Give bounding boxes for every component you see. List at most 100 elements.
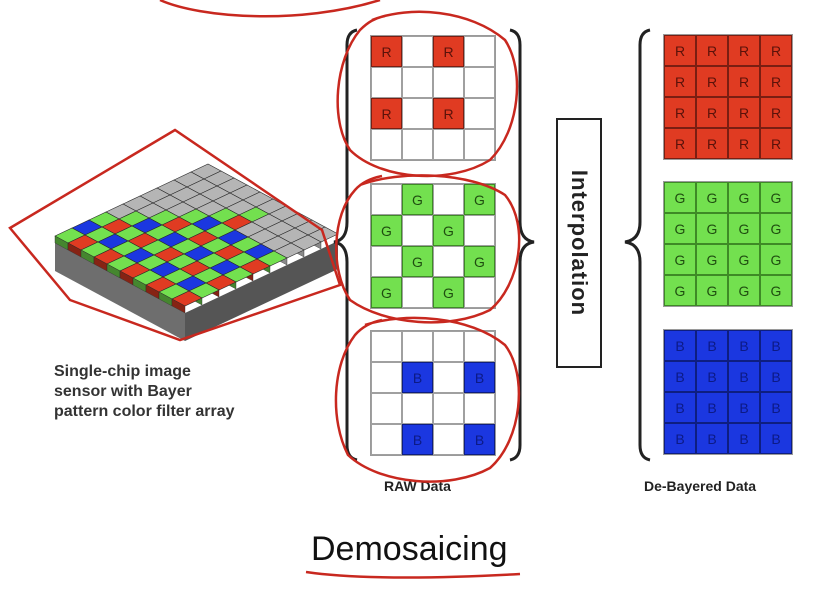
raw-cell: G: [433, 215, 464, 246]
debayered-cell: G: [728, 244, 760, 275]
raw-cell: [433, 393, 464, 424]
interpolation-box: Interpolation: [556, 118, 602, 368]
raw-cell: [433, 129, 464, 160]
title-underline: [305, 570, 521, 579]
debayered-cell: G: [728, 213, 760, 244]
debayered-cell: B: [760, 392, 792, 423]
raw-cell: [464, 215, 495, 246]
raw-cell: [371, 362, 402, 393]
debayered-cell: B: [664, 361, 696, 392]
debayered-left-brace: [624, 28, 651, 462]
raw-cell: G: [402, 184, 433, 215]
debayered-cell: G: [760, 182, 792, 213]
debayered-cell: R: [760, 128, 792, 159]
debayered-cell: R: [728, 66, 760, 97]
debayered-cell: B: [760, 423, 792, 454]
debayered-cell: R: [728, 128, 760, 159]
raw-cell: G: [464, 246, 495, 277]
debayered-cell: R: [696, 66, 728, 97]
debayered-data-label: De-Bayered Data: [644, 478, 757, 494]
raw-cell: [464, 129, 495, 160]
debayered-cell: B: [664, 330, 696, 361]
debayered-cell: G: [760, 244, 792, 275]
raw-cell: [371, 184, 402, 215]
debayered-cell: R: [696, 128, 728, 159]
raw-cell: [402, 67, 433, 98]
raw-cell: [402, 129, 433, 160]
debayered-cell: G: [760, 275, 792, 306]
raw-cell: B: [464, 424, 495, 455]
debayered-cell: B: [696, 392, 728, 423]
debayered-cell: B: [664, 423, 696, 454]
raw-cell: B: [464, 362, 495, 393]
raw-cell: [371, 424, 402, 455]
raw-cell: [464, 36, 495, 67]
raw-left-brace: [333, 28, 358, 462]
raw-cell: [433, 246, 464, 277]
raw-cell: [433, 184, 464, 215]
debayered-cell: R: [664, 97, 696, 128]
raw-cell: R: [371, 98, 402, 129]
debayered-cell: B: [664, 392, 696, 423]
debayered-cell: G: [664, 275, 696, 306]
raw-cell: [371, 67, 402, 98]
sensor-base-side: [185, 241, 338, 341]
debayered-cell: G: [664, 213, 696, 244]
raw-cell: [464, 98, 495, 129]
raw-cell: [402, 98, 433, 129]
red-circle-raw-green: [335, 174, 521, 324]
raw-cell: R: [371, 36, 402, 67]
raw-cell: R: [433, 36, 464, 67]
sensor-caption: Single-chip image sensor with Bayer patt…: [54, 362, 235, 422]
debayered-cell: G: [696, 275, 728, 306]
raw-cell: [464, 277, 495, 308]
sensor-pixel-face: [171, 298, 186, 314]
sensor-caption-line-2: sensor with Bayer: [54, 383, 192, 400]
raw-cell: [371, 246, 402, 277]
raw-cell: [371, 129, 402, 160]
raw-cell: [402, 393, 433, 424]
debayered-cell: G: [728, 182, 760, 213]
debayered-cell: G: [664, 182, 696, 213]
debayered-cell: R: [664, 35, 696, 66]
raw-cell: [402, 215, 433, 246]
raw-cell: [433, 362, 464, 393]
raw-cell: G: [464, 184, 495, 215]
raw-cell: [371, 393, 402, 424]
debayered-cell: R: [728, 97, 760, 128]
raw-cell: [402, 331, 433, 362]
debayered-cell: B: [696, 330, 728, 361]
raw-cell: G: [371, 277, 402, 308]
debayered-cell: G: [696, 182, 728, 213]
raw-cell: G: [371, 215, 402, 246]
debayered-cell: G: [696, 244, 728, 275]
raw-cell: [402, 36, 433, 67]
raw-cell: [464, 67, 495, 98]
debayered-cell: R: [728, 35, 760, 66]
raw-cell: R: [433, 98, 464, 129]
debayered-cell: R: [760, 66, 792, 97]
raw-cell: B: [402, 362, 433, 393]
debayered-cell: G: [728, 275, 760, 306]
debayered-cell: G: [696, 213, 728, 244]
raw-cell: [433, 67, 464, 98]
debayered-cell: R: [664, 66, 696, 97]
raw-right-brace: [509, 28, 535, 462]
debayered-cell: R: [760, 97, 792, 128]
debayered-cell: B: [760, 361, 792, 392]
debayered-cell: G: [760, 213, 792, 244]
raw-cell: B: [402, 424, 433, 455]
debayered-cell: B: [696, 361, 728, 392]
raw-cell: G: [402, 246, 433, 277]
red-circle-raw-red: [336, 10, 519, 178]
raw-cell: [464, 393, 495, 424]
debayered-cell: B: [696, 423, 728, 454]
sensor-base-front: [55, 243, 185, 341]
